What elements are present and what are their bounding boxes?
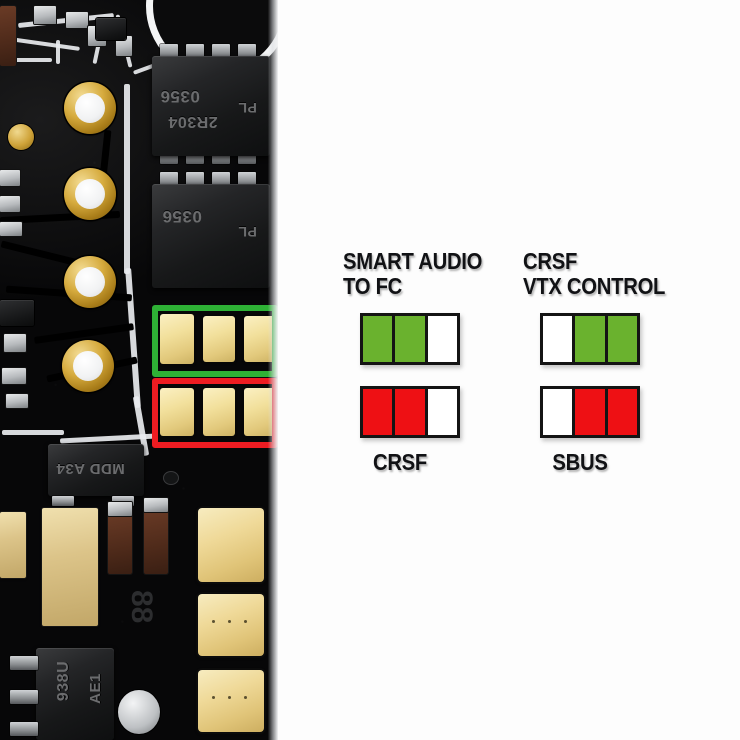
solder-pad xyxy=(160,314,194,364)
config-caption-crsf: CRSF xyxy=(372,449,428,475)
motor-solder-pad xyxy=(198,594,264,656)
through-hole-via xyxy=(64,82,116,134)
switch-cell[interactable] xyxy=(575,389,608,435)
chip-marking: PL xyxy=(238,100,257,116)
solder-pad-small xyxy=(8,124,34,150)
pcb-photo: 0356 2R304 PL 0356 PL xyxy=(0,0,278,740)
motor-solder-pad xyxy=(198,670,264,732)
switch-cell[interactable] xyxy=(607,389,637,435)
switch-row-green-left[interactable] xyxy=(360,313,460,365)
mosfet-chip-top: 0356 2R304 PL xyxy=(152,56,270,156)
ceramic-capacitor xyxy=(0,512,26,578)
switch-cell[interactable] xyxy=(395,316,428,362)
smd-component xyxy=(2,368,26,384)
switch-cell[interactable] xyxy=(363,316,396,362)
smd-component xyxy=(108,502,132,516)
chip-lead xyxy=(52,496,74,506)
highlight-box-green xyxy=(152,305,278,377)
solder-pad xyxy=(203,388,235,436)
through-hole-via xyxy=(64,168,116,220)
smd-component xyxy=(6,394,28,408)
highlight-box-red xyxy=(152,378,278,448)
chip-marking: 0356 xyxy=(162,207,202,226)
smd-component xyxy=(0,222,22,236)
switch-row-green-right[interactable] xyxy=(540,313,640,365)
electrolytic-cap xyxy=(118,690,160,734)
chip-marking: PL xyxy=(238,224,257,240)
switch-cell[interactable] xyxy=(395,389,428,435)
switch-cell[interactable] xyxy=(543,389,576,435)
through-hole-via xyxy=(62,340,114,392)
config-title-smart-audio: SMART AUDIO TO FC xyxy=(343,248,483,299)
pcb-edge xyxy=(268,0,278,740)
switch-cell[interactable] xyxy=(363,389,396,435)
chip-marking: MDD A34 xyxy=(56,460,125,477)
smd-component xyxy=(66,12,88,28)
pcb-trace xyxy=(6,58,52,62)
silkscreen-dot xyxy=(164,472,178,484)
chip-lead xyxy=(112,496,134,506)
chip-marking: 2R304 xyxy=(168,113,218,130)
pcb-trace xyxy=(56,40,60,64)
config-title-crsf-vtx: CRSF VTX CONTROL xyxy=(523,248,666,299)
pcb-trace xyxy=(2,430,64,435)
config-caption-sbus: SBUS xyxy=(552,449,608,475)
smd-resistor xyxy=(108,512,132,574)
switch-cell[interactable] xyxy=(427,316,457,362)
smd-component xyxy=(0,170,20,186)
smd-component xyxy=(144,498,168,512)
chip-marking: AE1 xyxy=(86,673,104,704)
chip-lead xyxy=(10,722,38,736)
chip-lead xyxy=(10,690,38,704)
chip-marking: 0356 xyxy=(160,87,200,106)
smd-component xyxy=(0,300,34,326)
mosfet-chip-bottom: 0356 PL xyxy=(152,184,270,288)
chip-marking: 938U xyxy=(55,660,73,702)
solder-pad xyxy=(160,388,194,436)
switch-cell[interactable] xyxy=(427,389,457,435)
transistor-mdd: MDD A34 xyxy=(48,444,144,496)
smd-component xyxy=(116,36,132,56)
switch-row-red-right[interactable] xyxy=(540,386,640,438)
wiring-diagram-panel: SMART AUDIO TO FC CRSF CRSF VTX CONTROL xyxy=(278,0,740,740)
switch-cell[interactable] xyxy=(543,316,576,362)
solder-pad xyxy=(203,316,235,362)
smd-component xyxy=(96,18,126,40)
smd-component xyxy=(0,196,20,212)
pcb-trace xyxy=(124,84,130,274)
through-hole-via xyxy=(64,256,116,308)
smd-resistor xyxy=(0,6,16,66)
chip-lead xyxy=(10,656,38,670)
smd-component xyxy=(34,6,56,24)
transistor-ae1: 938U AE1 xyxy=(36,648,114,740)
switch-row-red-left[interactable] xyxy=(360,386,460,438)
ceramic-capacitor xyxy=(42,508,98,626)
smd-component xyxy=(4,334,26,352)
switch-cell[interactable] xyxy=(607,316,637,362)
motor-solder-pad xyxy=(198,508,264,582)
switch-cell[interactable] xyxy=(575,316,608,362)
silkscreen-label: 88 xyxy=(125,590,158,624)
smd-resistor xyxy=(144,508,168,574)
